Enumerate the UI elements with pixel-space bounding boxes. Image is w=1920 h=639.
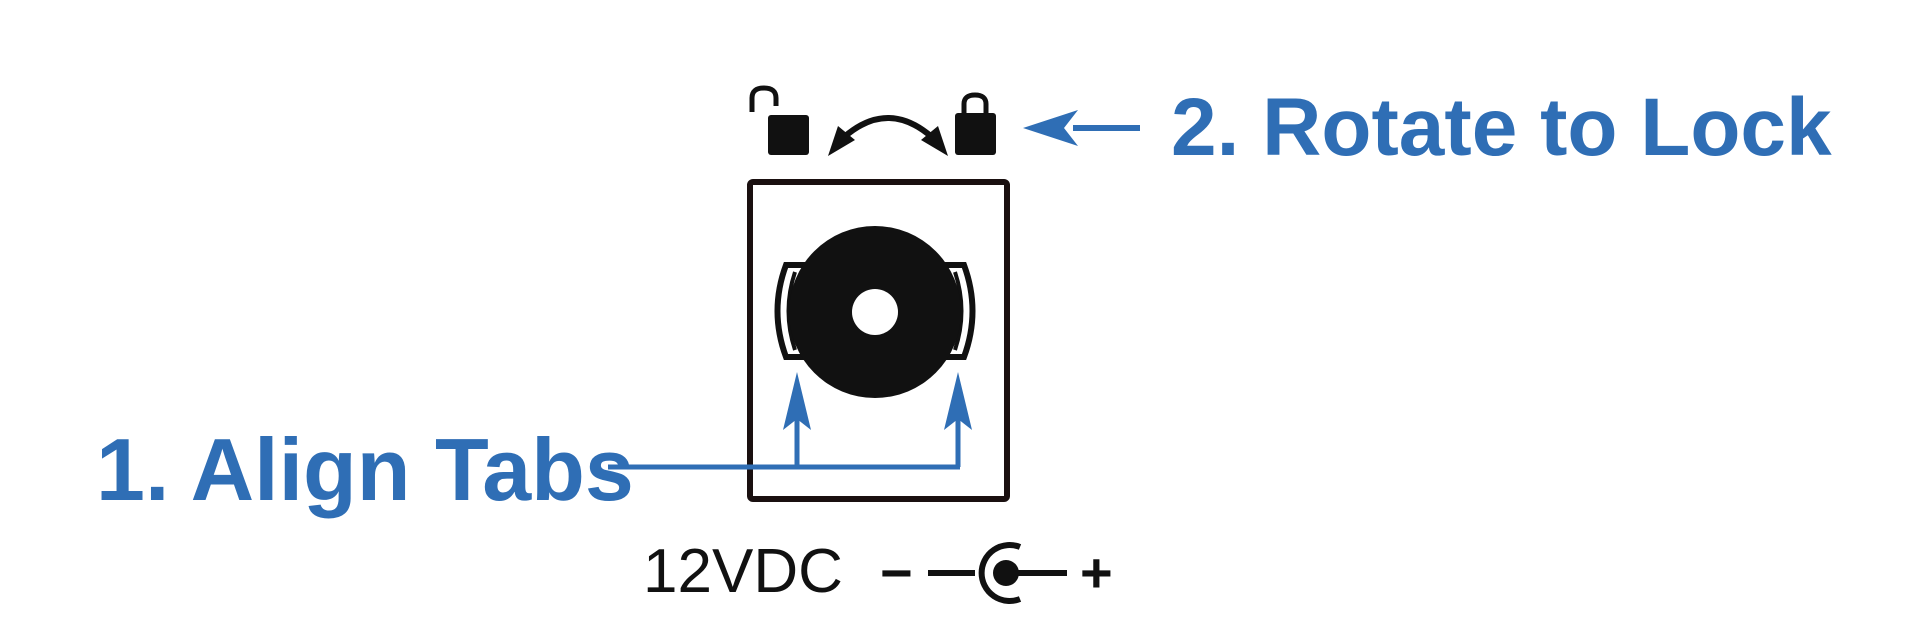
power-label: 12VDC: [643, 537, 843, 606]
panel-outline: [747, 179, 1010, 502]
locked-padlock-icon: [955, 92, 996, 155]
align-arrow-left: [783, 372, 811, 430]
curved-double-arrow-icon: [828, 115, 948, 156]
align-callout-lines: [608, 412, 961, 470]
unlocked-padlock-icon: [749, 85, 809, 155]
right-tab: [935, 262, 976, 360]
step1-label: 1. Align Tabs: [96, 420, 634, 519]
plus-sign: +: [1080, 541, 1113, 604]
step2-label: 2. Rotate to Lock: [1171, 82, 1832, 173]
jack-center-hole: [852, 289, 898, 335]
align-arrow-right: [944, 372, 972, 430]
left-tab: [774, 262, 815, 360]
dc-barrel-jack-symbol-icon: [928, 542, 1067, 604]
minus-sign: −: [880, 541, 913, 604]
rotate-callout-arrow: [1023, 110, 1140, 146]
